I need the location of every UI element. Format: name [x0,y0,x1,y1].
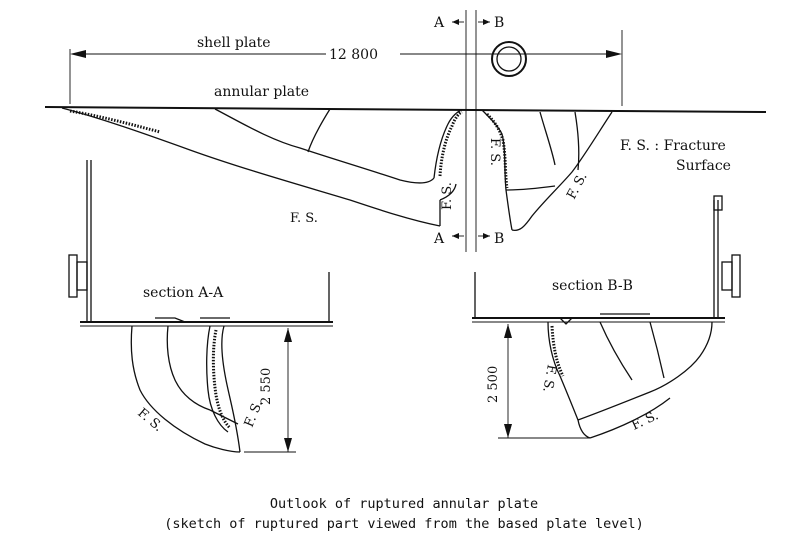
fracture-legend-line2: Surface [676,158,731,174]
fs-label-a2: F. S. [242,398,266,429]
right-ruptured-flap [481,109,613,232]
left-ruptured-flap [61,107,463,227]
fs-label-top-right1: F. S. [487,138,502,166]
dimension-12800-label: 12 800 [329,47,378,63]
dimension-12800 [69,30,623,106]
nozzle-circle [491,41,527,77]
fracture-legend-line1: F. S. : Fracture [620,138,726,154]
fs-label-top-right2: F. S. [564,170,590,202]
annular-plate-label: annular plate [214,84,309,100]
fs-label-b2: F. S. [629,408,661,433]
fs-label-b1: F. S. [539,363,559,393]
annular-plate-line [44,106,767,113]
caption-line1: Outlook of ruptured annular plate [270,496,538,512]
shell-plate-label: shell plate [197,35,271,51]
section-a-title: section A-A [143,285,224,301]
marker-a-bottom: A [433,231,445,247]
fs-label-top-left: F. S. [290,211,318,226]
dim-2550-label: 2 550 [259,368,274,405]
section-a-a-drawing [68,160,333,453]
marker-b-top: B [494,15,504,31]
caption-line2: (sketch of ruptured part viewed from the… [164,516,644,532]
section-cut-lines [452,10,490,252]
section-b-b-drawing [472,195,741,439]
marker-b-bottom: B [494,231,504,247]
dim-2500-label: 2 500 [486,366,501,403]
section-b-title: section B-B [552,278,633,294]
fs-label-top-mid: F. S. [440,182,455,210]
fs-label-a1: F. S. [134,406,165,435]
marker-a-top: A [433,15,445,31]
